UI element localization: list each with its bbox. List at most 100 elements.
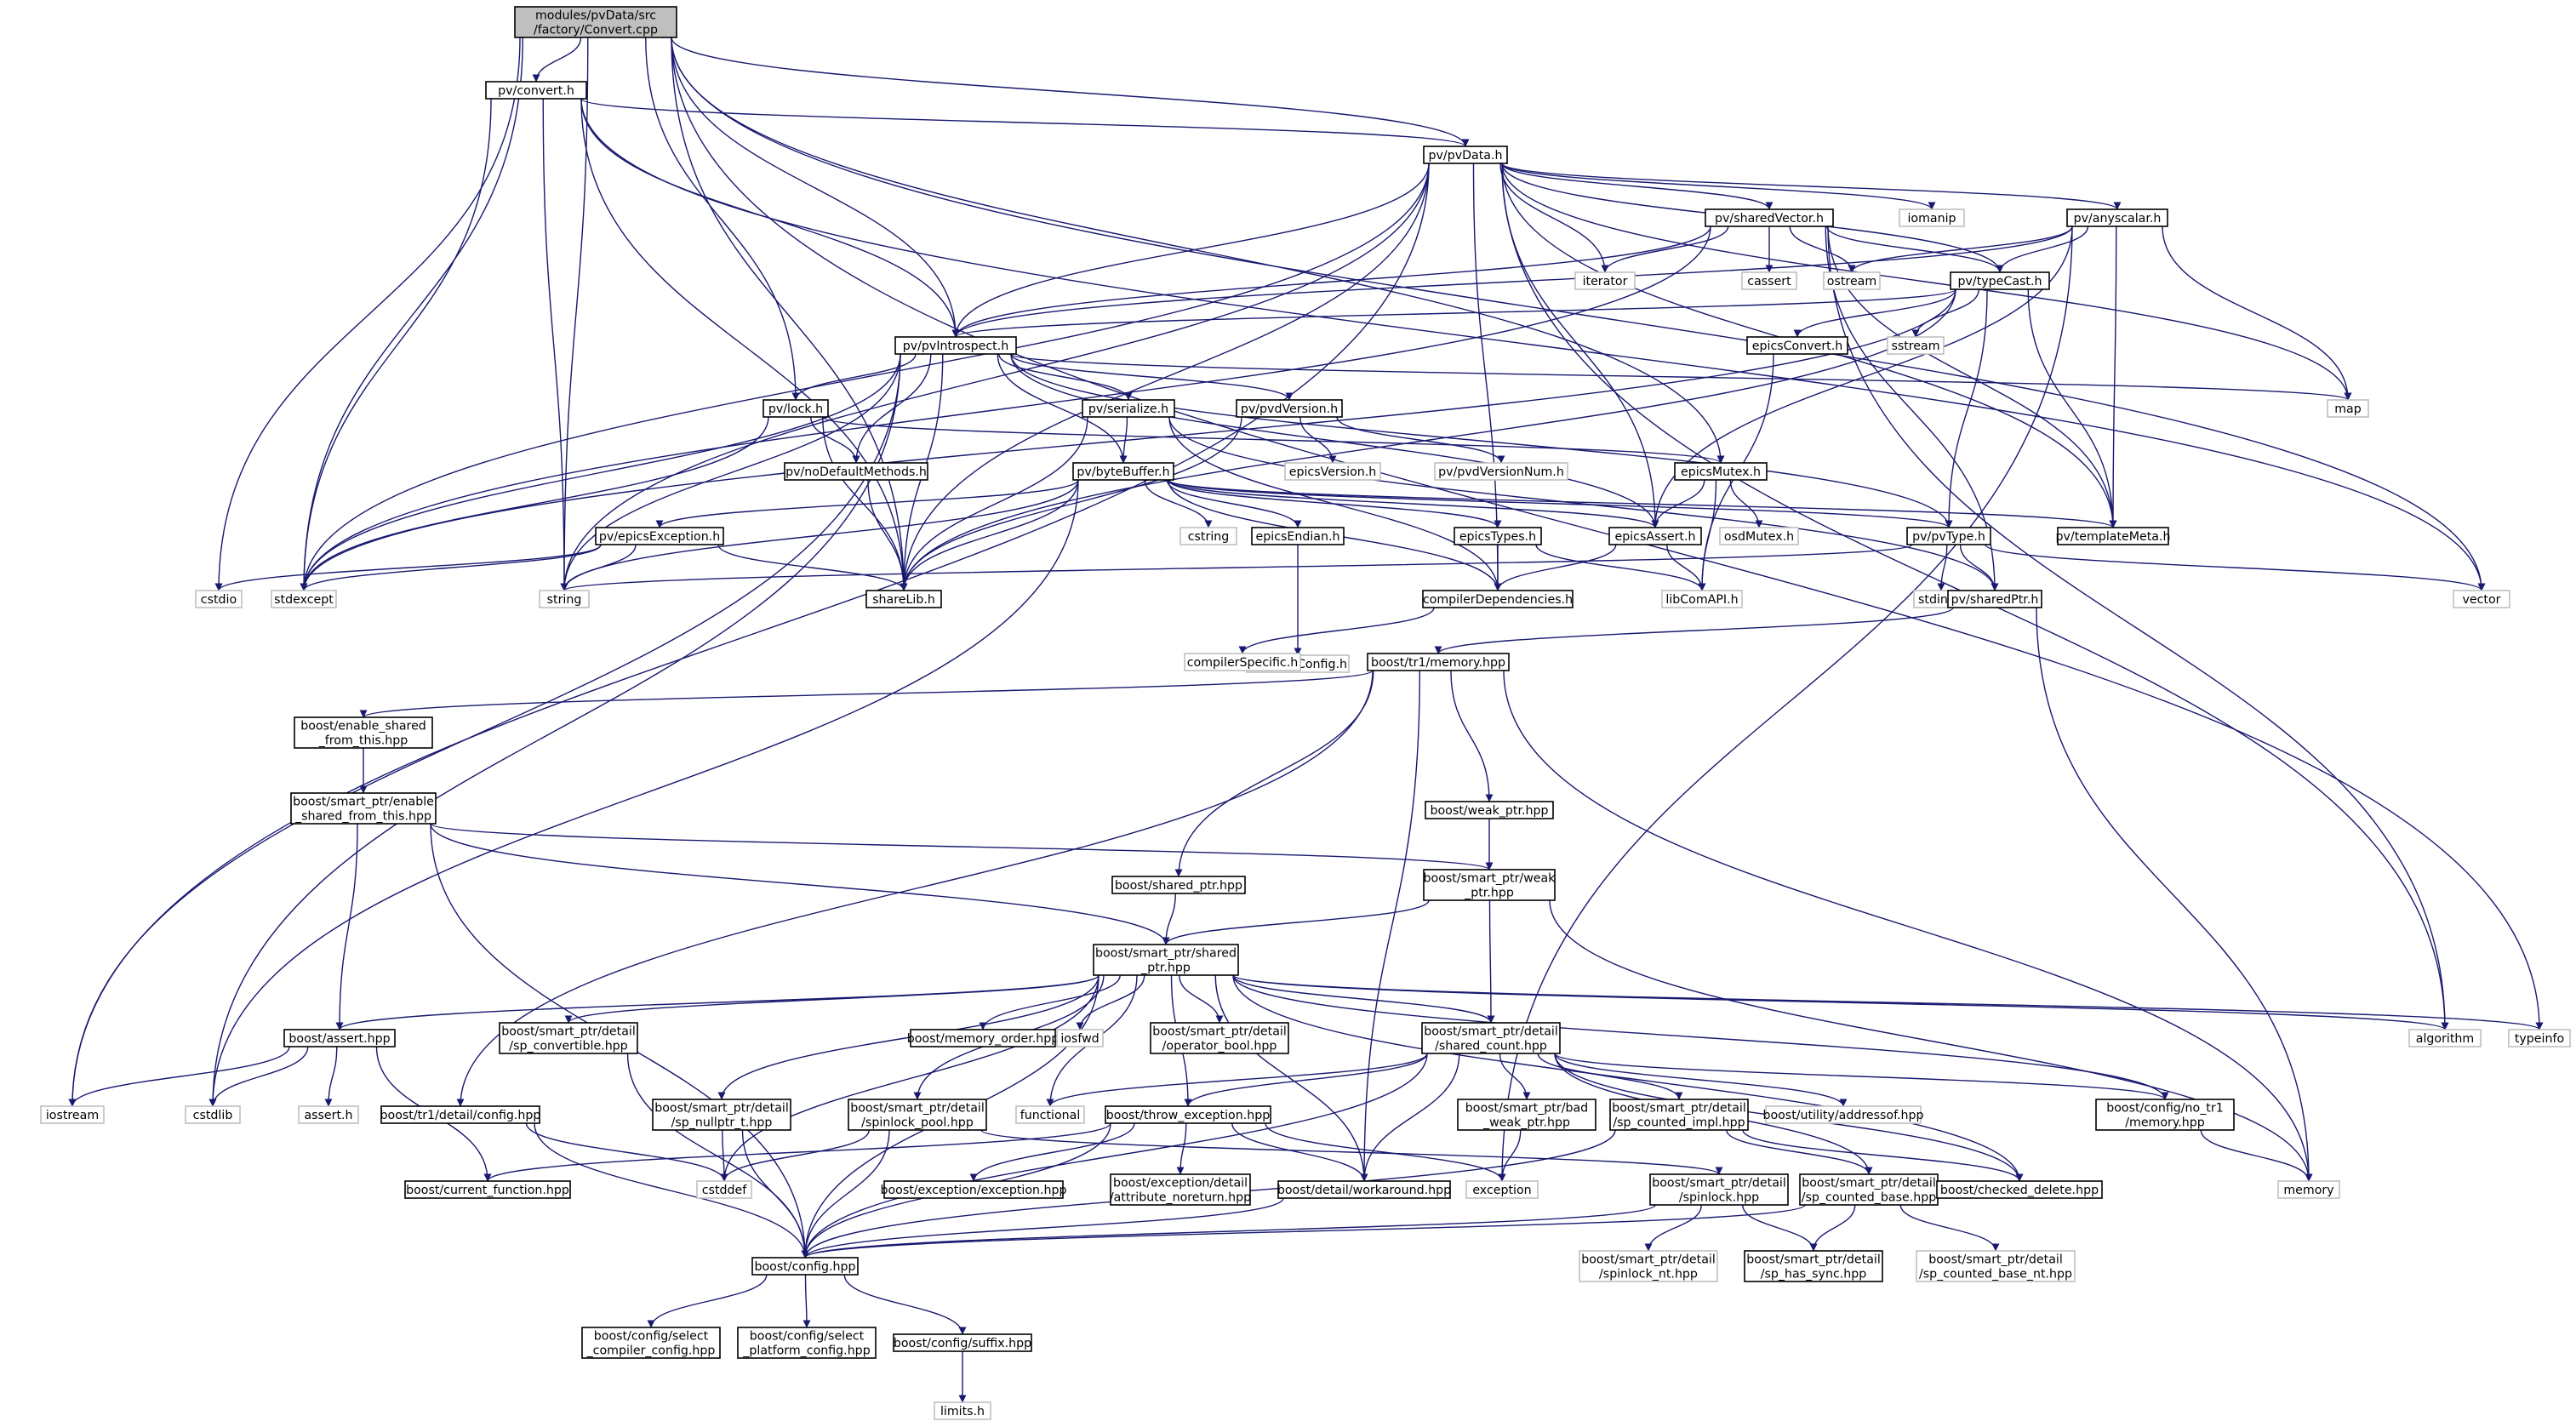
edge-pvType_h-to-sharedPtr_h <box>1959 544 1999 591</box>
node-box <box>1746 336 1848 355</box>
edge-pvIntrospect_h-to-map <box>1010 353 2351 401</box>
node-weak-ptr[interactable]: boost/weak_ptr.hpp <box>1425 801 1554 819</box>
edge-convert_h-to-string <box>542 98 568 591</box>
node-noDefaultMethods-h[interactable]: pv/noDefaultMethods.h <box>784 462 928 481</box>
node-epicsEndian-h[interactable]: epicsEndian.h <box>1251 527 1345 545</box>
node-sp-spinlock[interactable]: boost/smart_ptr/detail/spinlock.hpp <box>1649 1173 1789 1206</box>
node-tr1-memory[interactable]: boost/tr1/memory.hpp <box>1367 653 1510 671</box>
node-box <box>485 81 587 100</box>
edge-sp_nullptr-to-boost_config <box>741 1129 809 1259</box>
edge-sharedVector_h-to-stdexcept <box>300 225 1711 591</box>
node-checked-delete[interactable]: boost/checked_delete.hpp <box>1936 1180 2103 1199</box>
node-sp-has-sync[interactable]: boost/smart_ptr/detail/sp_has_sync.hpp <box>1744 1250 1883 1282</box>
node-box <box>1765 1105 1922 1124</box>
node-typeinfo: typeinfo <box>2508 1029 2571 1047</box>
node-convert-h[interactable]: pv/convert.h <box>485 81 587 100</box>
node-memory-order[interactable]: boost/memory_order.hpp <box>907 1029 1060 1047</box>
node-shared-ptr[interactable]: boost/shared_ptr.hpp <box>1111 876 1246 894</box>
node-sp-nullptr[interactable]: boost/smart_ptr/detail/sp_nullptr_t.hpp <box>652 1099 791 1131</box>
node-pvType-h[interactable]: pv/pvType.h <box>1906 527 1991 545</box>
node-label: epicsConvert.h <box>1752 340 1842 353</box>
node-select-compiler[interactable]: boost/config/select_compiler_config.hpp <box>581 1327 721 1359</box>
node-sharedVector-h[interactable]: pv/sharedVector.h <box>1705 208 1834 227</box>
node-suffix[interactable]: boost/config/suffix.hpp <box>893 1333 1032 1352</box>
node-spinlock-pool[interactable]: boost/smart_ptr/detail/spinlock_pool.hpp <box>848 1099 987 1131</box>
node-label: boost/exception/exception.hpp <box>880 1184 1066 1197</box>
node-label: /sp_counted_base_nt.hpp <box>1919 1268 2072 1281</box>
node-label: boost/utility/addressof.hpp <box>1762 1109 1923 1122</box>
node-label: algorithm <box>2416 1032 2474 1046</box>
node-boost-config[interactable]: boost/config.hpp <box>751 1257 859 1276</box>
node-shareLib-h[interactable]: shareLib.h <box>865 590 942 608</box>
node-label: boost/smart_ptr/shared <box>1095 947 1237 961</box>
node-sp-convertible[interactable]: boost/smart_ptr/detail/sp_convertible.hp… <box>499 1022 638 1054</box>
node-templateMeta-h[interactable]: pv/templateMeta.h <box>2056 527 2171 545</box>
node-shared-count[interactable]: boost/smart_ptr/detail/shared_count.hpp <box>1421 1022 1561 1054</box>
edge-tr1_memory-to-weak_ptr <box>1450 670 1494 802</box>
node-box <box>1423 869 1556 901</box>
node-epicsTypes-h[interactable]: epicsTypes.h <box>1454 527 1542 545</box>
node-epicsMutex-h[interactable]: epicsMutex.h <box>1674 462 1768 481</box>
node-epicsConvert-h[interactable]: epicsConvert.h <box>1746 336 1848 355</box>
edge-pvData_h-to-stdexcept <box>300 163 1430 591</box>
edge-anyscalar_h-to-map <box>2162 225 2352 401</box>
edge-sp_shared_ptr-to-sp_convertible <box>564 974 1100 1024</box>
node-label: pv/typeCast.h <box>1958 275 2042 288</box>
node-label: boost/weak_ptr.hpp <box>1430 804 1548 818</box>
node-sp-enable-shared[interactable]: boost/smart_ptr/enable_shared_from_this.… <box>290 792 437 825</box>
node-byteBuffer-h[interactable]: pv/byteBuffer.h <box>1072 462 1174 481</box>
node-operator-bool[interactable]: boost/smart_ptr/detail/operator_bool.hpp <box>1150 1022 1289 1054</box>
node-epicsAssert-h[interactable]: epicsAssert.h <box>1608 527 1702 545</box>
node-compilerDependencies-h[interactable]: compilerDependencies.h <box>1422 590 1574 608</box>
node-pvData-h[interactable]: pv/pvData.h <box>1423 146 1508 164</box>
edge-root-to-pvData_h <box>671 37 1470 147</box>
node-bad-weak-ptr[interactable]: boost/smart_ptr/bad_weak_ptr.hpp <box>1457 1099 1596 1131</box>
node-sp-counted-impl[interactable]: boost/smart_ptr/detail/sp_counted_impl.h… <box>1609 1099 1749 1131</box>
node-enable-shared[interactable]: boost/enable_shared_from_this.hpp <box>294 716 433 749</box>
node-sp-weak-ptr[interactable]: boost/smart_ptr/weak_ptr.hpp <box>1423 869 1556 901</box>
node-assert-hpp[interactable]: boost/assert.hpp <box>283 1029 396 1047</box>
node-workaround[interactable]: boost/detail/workaround.hpp <box>1277 1180 1451 1199</box>
node-label: sstream <box>1891 340 1939 353</box>
node-box <box>2057 527 2169 545</box>
node-no-tr1-memory[interactable]: boost/config/no_tr1/memory.hpp <box>2095 1099 2235 1131</box>
node-epicsException-h[interactable]: pv/epicsException.h <box>595 527 724 545</box>
node-throw-exception[interactable]: boost/throw_exception.hpp <box>1105 1105 1271 1124</box>
node-sp-shared-ptr[interactable]: boost/smart_ptr/shared_ptr.hpp <box>1093 944 1239 976</box>
node-pvIntrospect-h[interactable]: pv/pvIntrospect.h <box>894 336 1017 355</box>
node-sp-counted-base[interactable]: boost/smart_ptr/detail/sp_counted_base.h… <box>1799 1173 1939 1206</box>
node-label: pv/sharedPtr.h <box>1951 593 2039 607</box>
edge-no_tr1_memory-to-memory <box>2200 1129 2313 1182</box>
node-box <box>696 1180 752 1199</box>
node-label: _ptr.hpp <box>1140 962 1191 975</box>
node-lock-h[interactable]: pv/lock.h <box>763 399 829 418</box>
node-box <box>1899 208 1965 227</box>
edge-pvdVersion_h-to-shareLib_h <box>900 416 1242 591</box>
node-label: boost/config.hpp <box>754 1260 855 1274</box>
node-current-function[interactable]: boost/current_function.hpp <box>404 1180 571 1199</box>
node-label: epicsEndian.h <box>1256 530 1340 544</box>
node-label: boost/tr1/detail/config.hpp <box>380 1109 541 1122</box>
node-box <box>865 590 942 608</box>
node-pvdVersion-h[interactable]: pv/pvdVersion.h <box>1236 399 1343 418</box>
node-exception-hpp[interactable]: boost/exception/exception.hpp <box>880 1180 1067 1199</box>
node-typeCast-h[interactable]: pv/typeCast.h <box>1950 271 2050 290</box>
edge-convert_h-to-vector <box>580 98 2486 591</box>
node-attribute-noreturn[interactable]: boost/exception/detail/attribute_noretur… <box>1110 1173 1251 1206</box>
node-serialize-h[interactable]: pv/serialize.h <box>1082 399 1175 418</box>
node-box <box>652 1099 791 1131</box>
edge-spinlock_pool-to-sp_spinlock <box>980 1129 1723 1175</box>
edge-tr1_memory-to-shared_ptr <box>1174 670 1374 877</box>
node-box <box>1110 1173 1251 1206</box>
node-label: pv/lock.h <box>768 402 823 416</box>
node-tr1-config[interactable]: boost/tr1/detail/config.hpp <box>380 1105 541 1124</box>
node-root[interactable]: modules/pvData/src/factory/Convert.cpp <box>514 6 677 38</box>
node-select-platform[interactable]: boost/config/select_platform_config.hpp <box>737 1327 877 1359</box>
node-label: /sp_has_sync.hpp <box>1761 1268 1867 1281</box>
node-anyscalar-h[interactable]: pv/anyscalar.h <box>2066 208 2168 227</box>
node-sharedPtr-h[interactable]: pv/sharedPtr.h <box>1947 590 2042 608</box>
node-box <box>751 1257 859 1276</box>
node-box <box>1423 146 1508 164</box>
node-label: string <box>547 593 582 607</box>
node-label: boost/smart_ptr/detail <box>1424 1025 1558 1039</box>
